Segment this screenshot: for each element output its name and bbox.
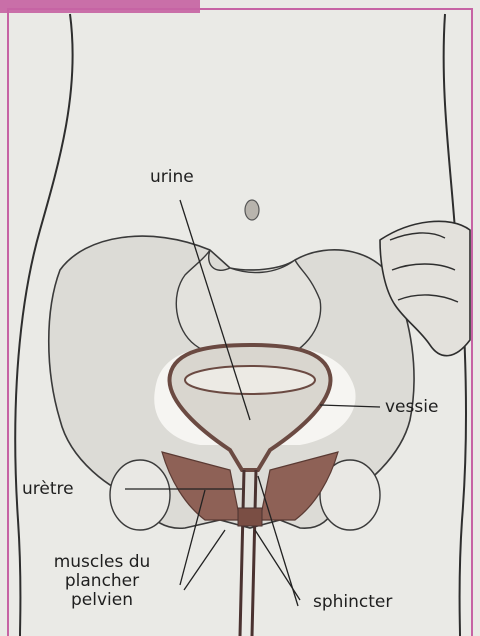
- sphincter-shape: [238, 508, 262, 526]
- label-muscles-line2: plancher: [28, 572, 176, 591]
- label-muscles-plancher-pelvien: muscles du plancher pelvien: [28, 553, 176, 610]
- label-sphincter: sphincter: [313, 593, 392, 612]
- left-hip-socket: [110, 460, 170, 530]
- label-vessie: vessie: [385, 398, 438, 417]
- leader-line-muscles: [184, 530, 225, 590]
- label-muscles-line1: muscles du: [28, 553, 176, 572]
- label-uretre: urètre: [22, 480, 74, 499]
- bladder-urine-surface: [185, 366, 315, 394]
- label-muscles-line3: pelvien: [28, 591, 176, 610]
- navel: [245, 200, 259, 220]
- label-urine: urine: [150, 168, 194, 187]
